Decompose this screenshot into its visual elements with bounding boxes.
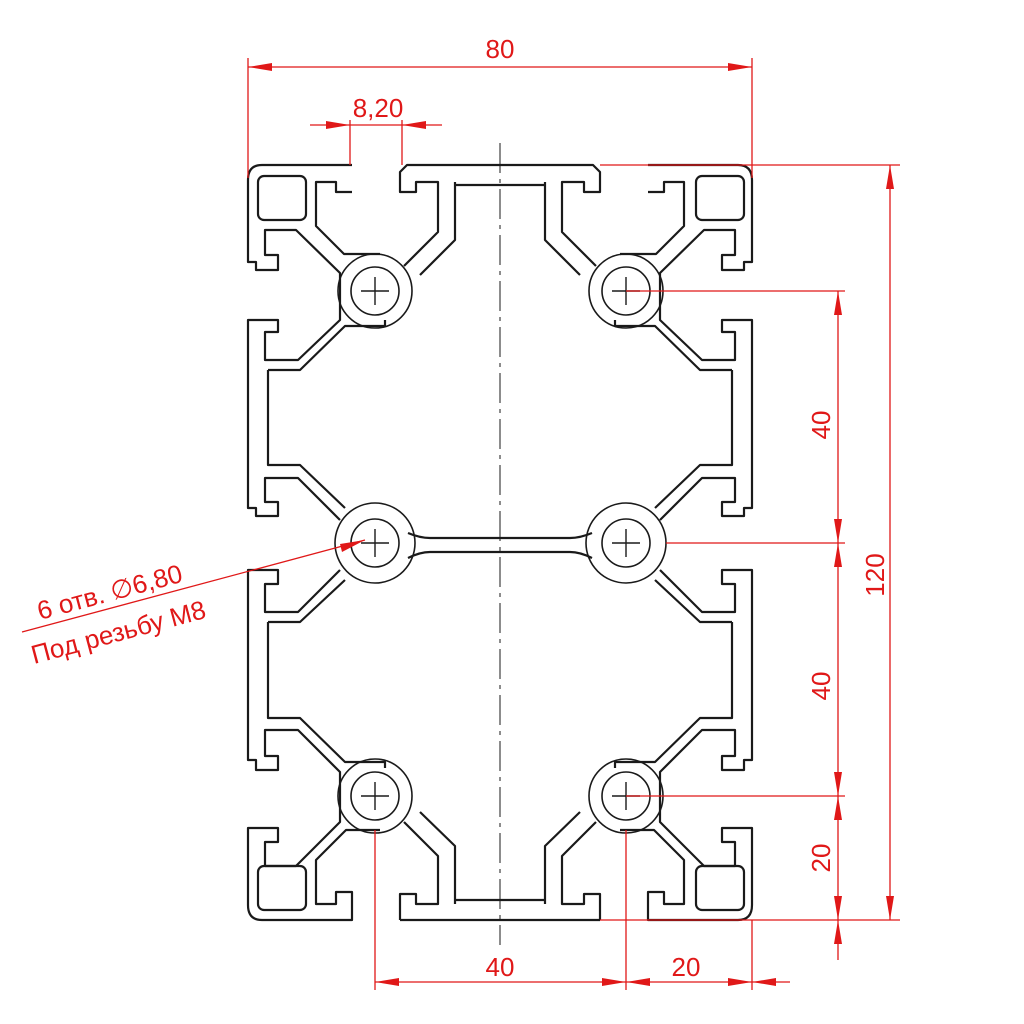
hole-mid-right [585,502,667,584]
dimension-lines [21,58,900,990]
dim-hole-spacing-upper: 40 [806,411,836,440]
dim-hole-spacing-lower: 40 [806,672,836,701]
hole-top-left [337,253,413,329]
dim-overall-height: 120 [860,553,890,596]
hole-bottom-left [337,758,413,834]
dim-hole-horizontal: 40 [486,952,515,982]
dim-overall-width: 80 [486,34,515,64]
dim-bottom-offset: 20 [806,844,836,873]
aluminium-profile-outline [246,163,754,922]
dim-slot-width: 8,20 [353,93,404,123]
dim-edge-offset: 20 [672,952,701,982]
